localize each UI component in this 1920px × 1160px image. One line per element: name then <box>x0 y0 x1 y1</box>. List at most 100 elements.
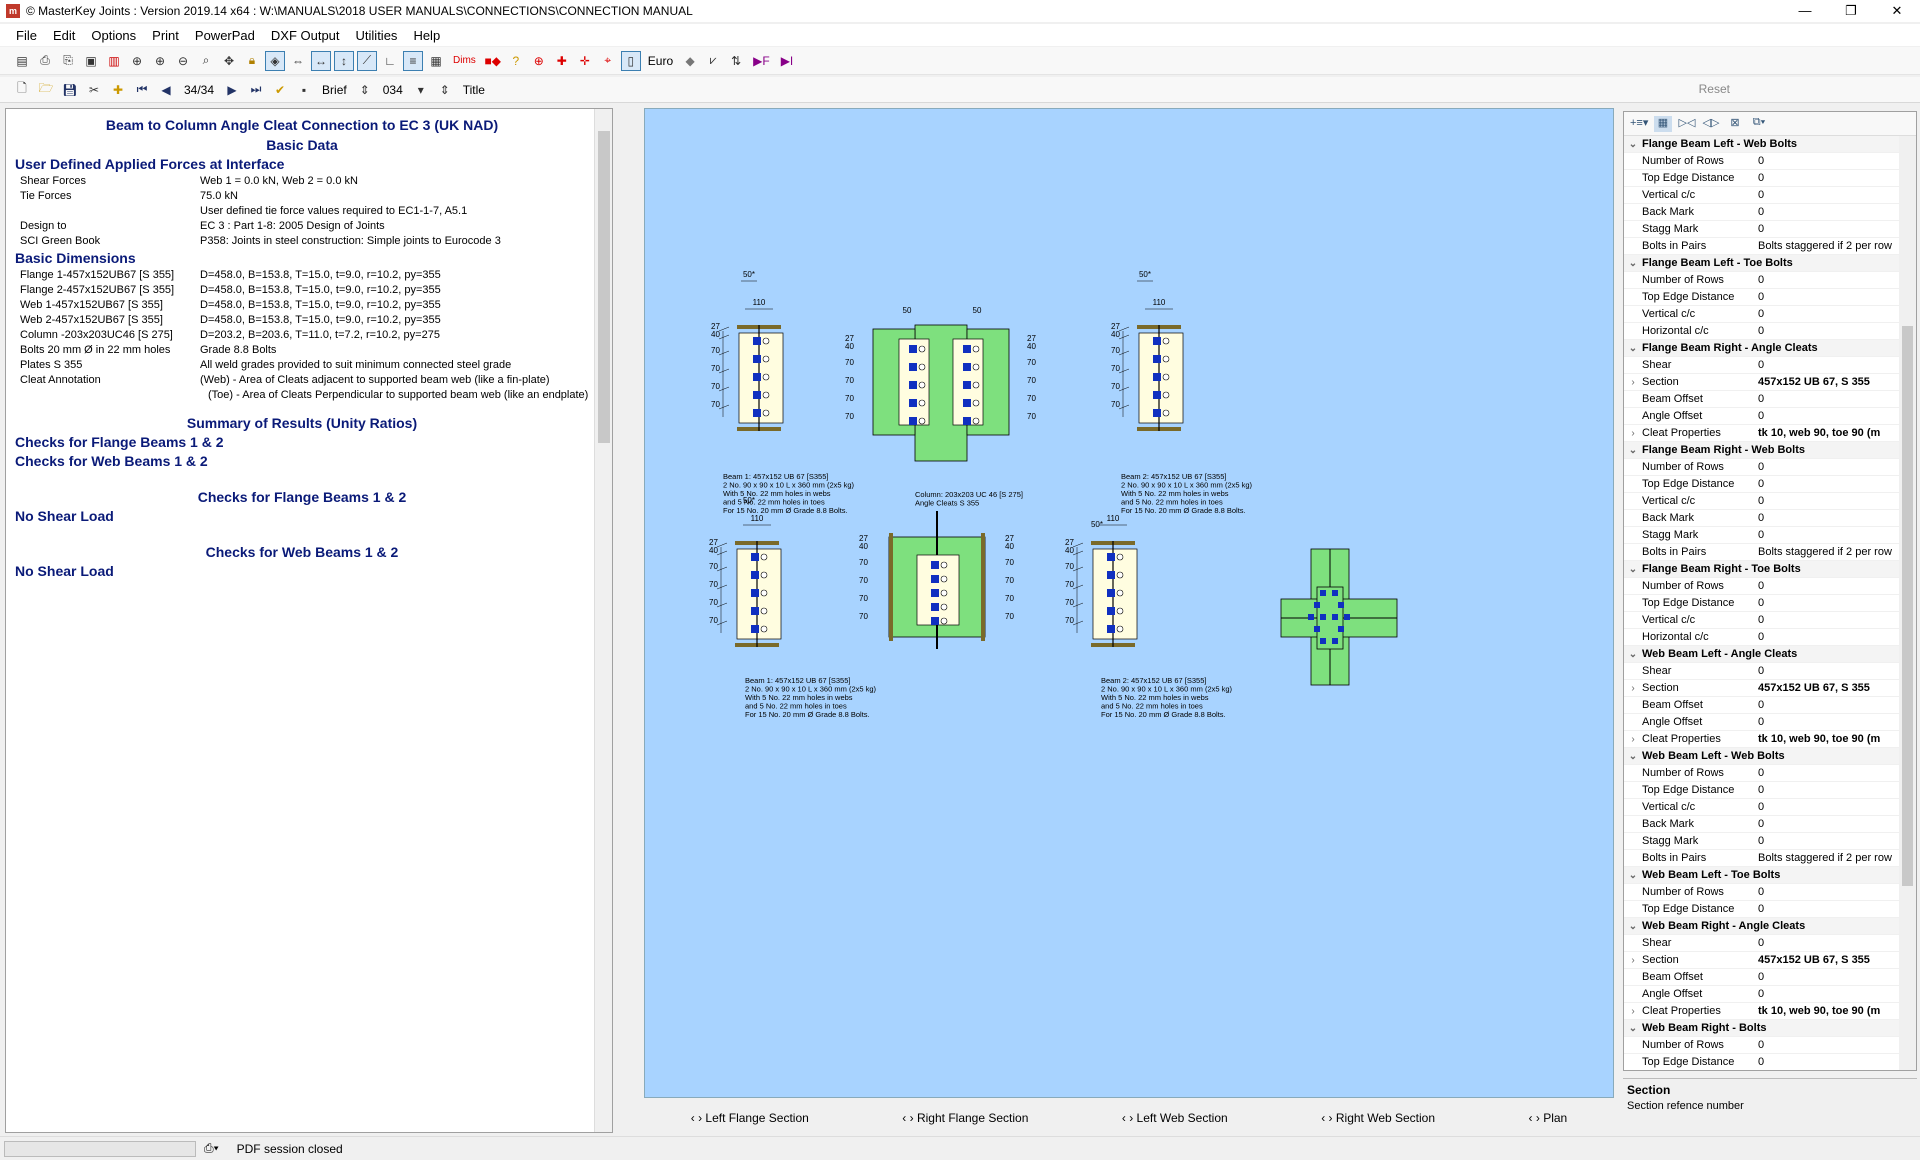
property-value[interactable]: 0 <box>1758 512 1765 524</box>
property-value[interactable]: 0 <box>1758 835 1765 847</box>
new-file-icon[interactable]: 🗋︎ <box>17 81 27 95</box>
menu-options[interactable]: Options <box>91 27 137 43</box>
next-f-button[interactable]: ▶F <box>753 53 770 68</box>
property-value[interactable]: 0 <box>1758 699 1765 711</box>
property-value[interactable]: 0 <box>1758 784 1765 796</box>
property-value[interactable]: 457x152 UB 67, S 355 <box>1758 954 1870 966</box>
property-category[interactable]: ⌄Flange Beam Right - Toe Bolts <box>1624 561 1900 578</box>
help-icon[interactable]: ? <box>512 53 520 68</box>
property-value[interactable]: tk 10, web 90, toe 90 (m <box>1758 733 1881 745</box>
minimize-button[interactable]: — <box>1798 3 1812 18</box>
print-icon[interactable]: ⎙ <box>40 53 50 67</box>
property-category[interactable]: ⌄Web Beam Left - Angle Cleats <box>1624 646 1900 663</box>
export-icon[interactable]: ▣ <box>85 53 97 68</box>
check-icon[interactable]: ✔ <box>275 82 286 97</box>
property-value[interactable]: 0 <box>1758 903 1765 915</box>
open-folder-icon[interactable]: 🗁︎ <box>38 81 54 95</box>
tab-plan[interactable]: ‹ › Plan <box>1528 1111 1568 1125</box>
property-value[interactable]: 0 <box>1758 206 1765 218</box>
print-setup-icon[interactable]: ⎘ <box>63 53 73 67</box>
collapse-chevron-icon[interactable]: ⌄ <box>1628 444 1638 456</box>
crosshair-icon[interactable]: ⊕ <box>533 53 544 68</box>
chart-icon[interactable]: ⩗ <box>709 53 717 67</box>
expand-chevron-icon[interactable]: › <box>1631 376 1635 388</box>
property-value[interactable]: tk 10, web 90, toe 90 (m <box>1758 1005 1881 1017</box>
floppy-icon[interactable]: ▪ <box>301 82 307 97</box>
zoom-extents-icon[interactable]: ⊕ <box>131 53 143 68</box>
menu-help[interactable]: Help <box>413 27 441 43</box>
tab-left-flange-section[interactable]: ‹ › Left Flange Section <box>690 1111 809 1125</box>
property-category[interactable]: ⌄Web Beam Left - Web Bolts <box>1624 748 1900 765</box>
report-scroll-thumb[interactable] <box>598 131 610 443</box>
property-value[interactable]: 0 <box>1758 801 1765 813</box>
collapse-chevron-icon[interactable]: ⌄ <box>1628 920 1638 932</box>
menu-file[interactable]: File <box>16 27 37 43</box>
check-flange-link[interactable]: Checks for Flange Beams 1 & 2 <box>15 434 224 450</box>
menu-edit[interactable]: Edit <box>52 27 76 43</box>
columns-icon[interactable]: ▯ <box>620 50 641 71</box>
property-value[interactable]: 0 <box>1758 529 1765 541</box>
last-page-icon[interactable]: ⏭ <box>250 82 262 96</box>
property-value[interactable]: 0 <box>1758 308 1765 320</box>
property-value[interactable]: 0 <box>1758 716 1765 728</box>
property-value[interactable]: 0 <box>1758 665 1765 677</box>
collapse-chevron-icon[interactable]: ⌄ <box>1628 869 1638 881</box>
property-category[interactable]: ⌄Web Beam Right - Angle Cleats <box>1624 918 1900 935</box>
dimension-aligned-icon[interactable]: ⟋ <box>357 50 377 71</box>
snap-icon[interactable]: ⌖ <box>604 53 612 67</box>
report-scrollbar[interactable] <box>594 109 612 1132</box>
collapse-chevron-icon[interactable]: ⌄ <box>1628 750 1638 762</box>
property-value[interactable]: 0 <box>1758 223 1765 235</box>
menu-print[interactable]: Print <box>152 27 179 43</box>
number-spinner[interactable]: ⇕ <box>439 82 450 97</box>
text-icon[interactable]: ≡ <box>403 50 423 71</box>
collapse-chevron-icon[interactable]: ⌄ <box>1628 1022 1638 1034</box>
arrows-icon[interactable]: ■◆ <box>484 53 502 68</box>
eraser-icon[interactable]: ◆ <box>685 53 695 68</box>
printer-icon[interactable]: ⎙▾ <box>204 1141 219 1155</box>
check-web-link[interactable]: Checks for Web Beams 1 & 2 <box>15 453 208 469</box>
property-value[interactable]: 0 <box>1758 767 1765 779</box>
property-value[interactable]: 0 <box>1758 631 1765 643</box>
prev-page-icon[interactable]: ◀ <box>161 82 171 97</box>
sort-icon[interactable]: ⇅ <box>731 53 742 68</box>
save-icon[interactable]: 💾︎ <box>62 82 78 97</box>
collapse-chevron-icon[interactable]: ⌄ <box>1628 648 1638 660</box>
reset-button[interactable]: Reset <box>1698 82 1730 96</box>
crosshair2-icon[interactable]: ✚ <box>556 53 567 68</box>
property-value[interactable]: 0 <box>1758 155 1765 167</box>
euro-button[interactable]: Euro <box>647 53 674 68</box>
pan-icon[interactable]: ✥ <box>223 53 235 68</box>
filter-icon[interactable]: ⊠ <box>1730 116 1740 129</box>
collapse-icon[interactable]: ◁▷ <box>1702 116 1720 129</box>
property-value[interactable]: 0 <box>1758 495 1765 507</box>
tab-left-web-section[interactable]: ‹ › Left Web Section <box>1121 1111 1228 1125</box>
expand-chevron-icon[interactable]: › <box>1631 733 1635 745</box>
property-category[interactable]: ⌄Web Beam Right - Bolts <box>1624 1020 1900 1037</box>
add-icon[interactable]: ✚ <box>112 82 124 97</box>
properties-scrollbar[interactable] <box>1899 136 1916 1070</box>
dims-button[interactable]: Dims <box>453 55 476 66</box>
property-value[interactable]: 0 <box>1758 886 1765 898</box>
property-value[interactable]: 0 <box>1758 818 1765 830</box>
expand-chevron-icon[interactable]: › <box>1631 427 1635 439</box>
